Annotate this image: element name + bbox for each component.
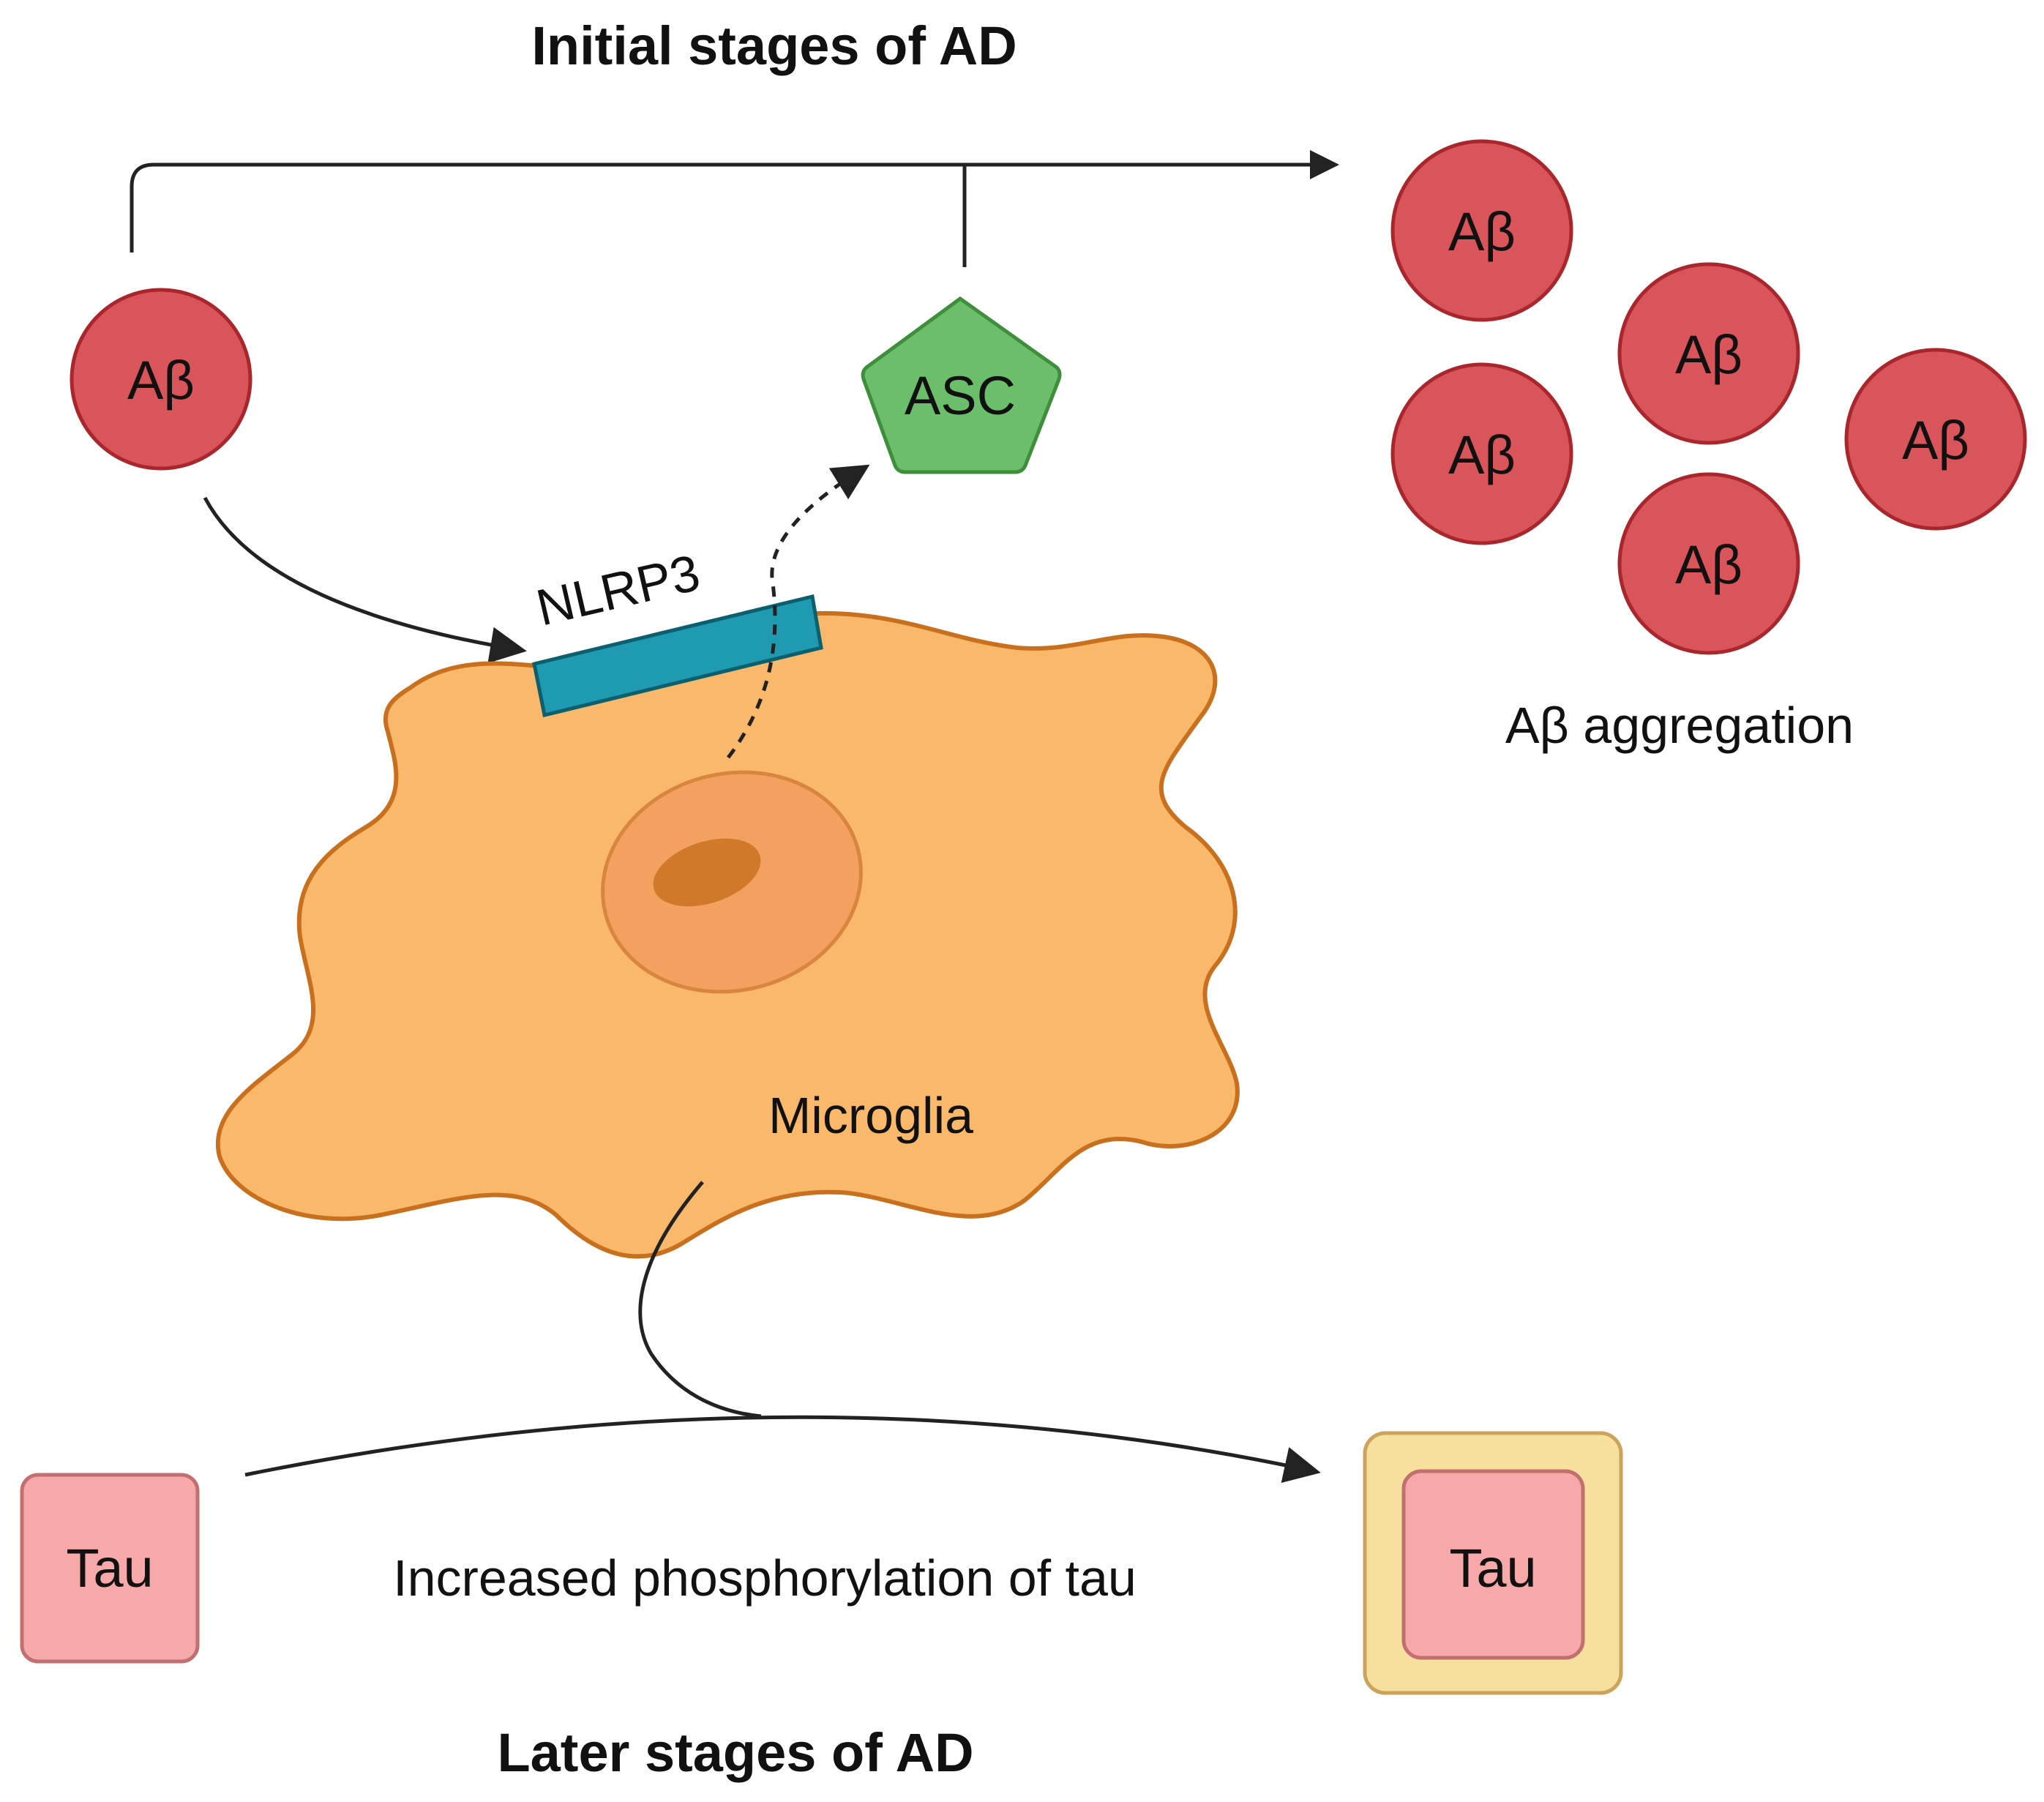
initial-stages-title: Initial stages of AD <box>531 15 1017 76</box>
abeta-to-nlrp3-arrow <box>203 496 527 664</box>
abeta-aggregate-3: Aβ <box>1390 362 1573 545</box>
aggregation-bracket-arrow <box>130 150 1339 267</box>
svg-text:Aβ: Aβ <box>1902 410 1969 471</box>
microglia-to-tau-connector <box>638 1181 762 1418</box>
nucleolus <box>653 838 761 907</box>
svg-text:Aβ: Aβ <box>1448 425 1516 485</box>
abeta-aggregate-5: Aβ <box>1617 472 1800 655</box>
asc-label: ASC <box>905 365 1016 426</box>
abeta-aggregation-label: Aβ aggregation <box>1505 697 1854 754</box>
abeta-aggregate-1: Aβ <box>1390 139 1573 322</box>
tau-box: Tau <box>20 1473 200 1664</box>
phosphorylated-tau-box: Tau <box>1363 1431 1623 1695</box>
nlrp3-receptor <box>532 594 823 718</box>
asc-pentagon: ASC <box>861 296 1062 474</box>
later-stages-title: Later stages of AD <box>497 1722 973 1783</box>
phosphorylated-tau-label: Tau <box>1449 1538 1536 1599</box>
abeta-aggregate-2: Aβ <box>1617 262 1800 445</box>
microglia-cell <box>216 610 1240 1259</box>
abeta-aggregate-4: Aβ <box>1844 348 2027 531</box>
nlrp3-to-asc-dotted-arrow <box>727 464 870 759</box>
abeta-label: Aβ <box>127 350 195 411</box>
tau-phosphorylation-arrow <box>244 1415 1321 1484</box>
abeta-aggregation-cluster: Aβ Aβ Aβ Aβ Aβ <box>1390 139 2027 655</box>
svg-text:Aβ: Aβ <box>1675 534 1742 595</box>
tau-phosphorylation-label: Increased phosphorylation of tau <box>393 1549 1137 1607</box>
svg-text:Aβ: Aβ <box>1448 201 1516 262</box>
abeta-circle: Aβ <box>70 288 252 471</box>
nlrp3-label: NLRP3 <box>531 544 705 637</box>
tau-label: Tau <box>66 1538 153 1599</box>
microglia-label: Microglia <box>768 1087 973 1144</box>
svg-text:Aβ: Aβ <box>1675 324 1742 385</box>
